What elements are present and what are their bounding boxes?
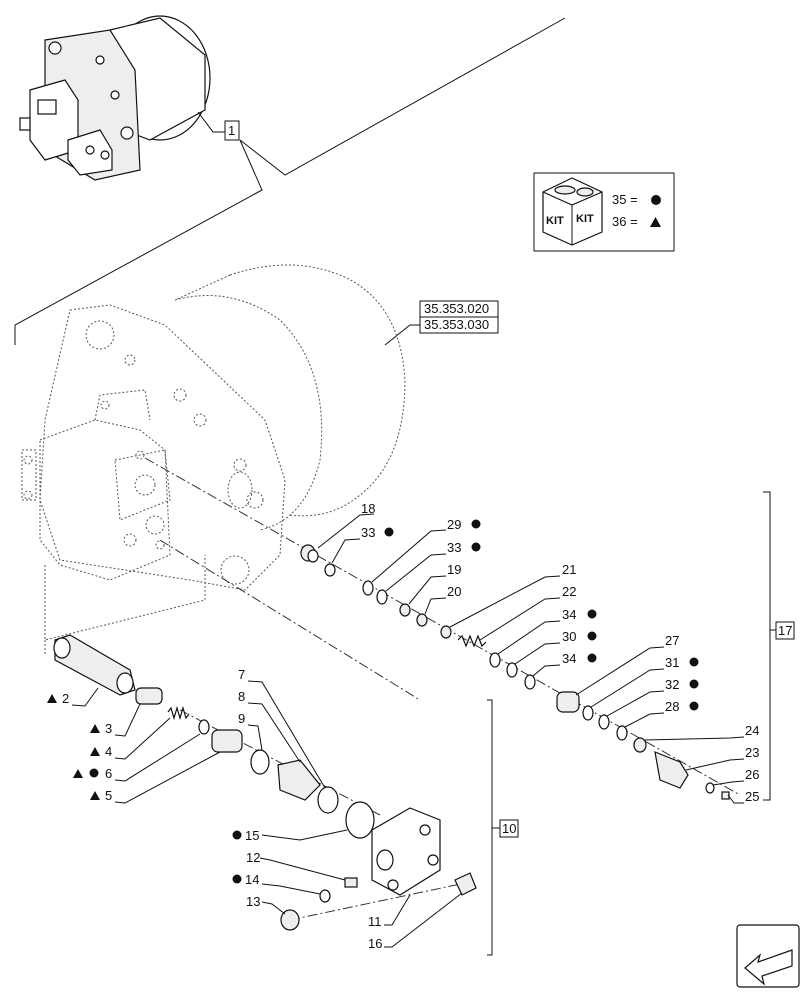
part-6-oring[interactable] <box>198 719 210 735</box>
kit-legend-row-35: 35 = <box>612 192 638 207</box>
part-15-oring[interactable] <box>345 801 375 839</box>
kit-legend: KIT KIT 35 = 36 = <box>533 172 675 252</box>
callout-12: 12 <box>246 850 260 865</box>
callout-29: 29 <box>447 517 461 532</box>
part-30-oring[interactable] <box>506 662 518 678</box>
part-8-piston[interactable] <box>277 759 321 801</box>
callout-33-a: 33 <box>361 525 375 540</box>
callout-24: 24 <box>745 723 759 738</box>
callout-19: 19 <box>447 562 461 577</box>
callout-8: 8 <box>238 689 245 704</box>
callout-6: 6 <box>105 766 112 781</box>
callout-32: 32 <box>665 677 679 692</box>
callout-4: 4 <box>105 744 112 759</box>
callout-13: 13 <box>246 894 260 909</box>
valve-assembly-axis <box>179 709 381 816</box>
part-20-plug[interactable] <box>416 613 428 627</box>
part-29-oring[interactable] <box>362 580 374 596</box>
callout-21: 21 <box>562 562 576 577</box>
part-31-oring[interactable] <box>582 705 594 721</box>
bolt-axis <box>289 881 471 921</box>
part-19-plug[interactable] <box>399 603 411 617</box>
group-ref-17[interactable]: 17 <box>775 621 795 640</box>
section-ref-35-353-020[interactable]: 35.353.020 <box>419 300 499 318</box>
circle-symbol-icon <box>651 195 661 205</box>
callout-34-b: 34 <box>562 651 576 666</box>
kit-box-icon: KIT KIT <box>542 177 603 246</box>
part-33-oring-b[interactable] <box>376 589 388 605</box>
part-9-ring[interactable] <box>250 749 270 775</box>
callout-18: 18 <box>361 501 375 516</box>
group-ref-17-label: 17 <box>778 623 792 638</box>
part-23-valve[interactable] <box>654 751 689 789</box>
callout-15: 15 <box>245 828 259 843</box>
callout-33-b: 33 <box>447 540 461 555</box>
callout-3: 3 <box>105 721 112 736</box>
thumbnail-motor-illustration <box>19 15 211 181</box>
group-ref-10-label: 10 <box>502 821 516 836</box>
reference-box-1-label: 1 <box>228 123 235 138</box>
callout-20: 20 <box>447 584 461 599</box>
part-26-washer[interactable] <box>705 782 715 794</box>
callout-30: 30 <box>562 629 576 644</box>
callout-9: 9 <box>238 711 245 726</box>
part-14-oring[interactable] <box>319 889 331 903</box>
part-5-cap[interactable] <box>211 729 243 753</box>
previous-page-arrow-icon[interactable] <box>736 924 800 988</box>
callout-16: 16 <box>368 936 382 951</box>
part-12-pin[interactable] <box>344 877 358 888</box>
kit-text-left: KIT <box>546 215 564 227</box>
kit-text-right: KIT <box>576 213 594 225</box>
kit-legend-row-36: 36 = <box>612 214 638 229</box>
group-10-bracket <box>487 699 493 956</box>
part-34-oring-b[interactable] <box>524 674 536 690</box>
part-18-plug[interactable] <box>300 544 319 563</box>
callout-34-a: 34 <box>562 607 576 622</box>
callout-31: 31 <box>665 655 679 670</box>
reference-box-1[interactable]: 1 <box>224 120 240 141</box>
callout-2: 2 <box>62 691 69 706</box>
callout-7: 7 <box>238 667 245 682</box>
upper-assembly-axis <box>144 457 741 796</box>
part-7-ring[interactable] <box>317 786 339 814</box>
part-28-oring[interactable] <box>616 725 628 741</box>
callout-25: 25 <box>745 789 759 804</box>
part-33-oring[interactable] <box>324 563 336 577</box>
part-2-spool[interactable] <box>53 634 136 696</box>
part-4-spring[interactable] <box>167 705 190 721</box>
section-ref-label-2: 35.353.030 <box>424 317 489 332</box>
part-16-bolt[interactable] <box>454 872 477 896</box>
part-24-nut[interactable] <box>633 737 647 753</box>
part-13-plug[interactable] <box>280 909 300 931</box>
group-ref-10[interactable]: 10 <box>499 819 519 838</box>
callout-14: 14 <box>245 872 259 887</box>
callout-22: 22 <box>562 584 576 599</box>
section-ref-label-1: 35.353.020 <box>424 301 489 316</box>
part-27-sleeve[interactable] <box>556 691 580 713</box>
triangle-symbol-icon <box>650 217 661 227</box>
lower-assembly-axis <box>159 539 421 701</box>
section-ref-35-353-030[interactable]: 35.353.030 <box>419 316 499 334</box>
callout-11: 11 <box>368 914 382 929</box>
callout-23: 23 <box>745 745 759 760</box>
part-34-oring[interactable] <box>489 652 501 668</box>
main-motor-phantom-illustration <box>21 264 406 655</box>
part-21-seat[interactable] <box>440 625 452 639</box>
part-22-spring[interactable] <box>457 634 487 648</box>
group-17-bracket <box>763 491 771 801</box>
callout-27: 27 <box>665 633 679 648</box>
callout-5: 5 <box>105 788 112 803</box>
part-32-oring[interactable] <box>598 714 610 730</box>
callout-26: 26 <box>745 767 759 782</box>
callout-28: 28 <box>665 699 679 714</box>
part-11-block[interactable] <box>371 807 441 896</box>
part-3-plug[interactable] <box>135 687 163 705</box>
